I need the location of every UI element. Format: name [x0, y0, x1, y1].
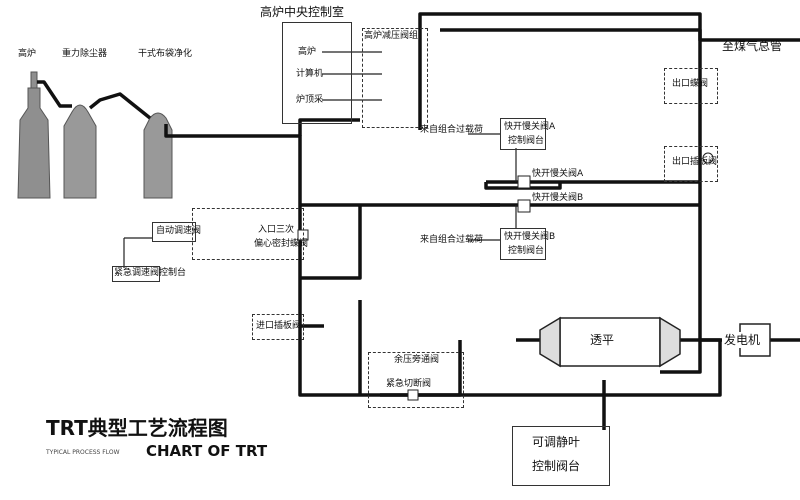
label-emergency-cut: 紧急切断阀 [386, 379, 432, 389]
title-small: TYPICAL PROCESS FLOW [46, 449, 120, 456]
label-inlet-trip-valve2: 偏心密封蝶阀 [254, 239, 309, 249]
label-signal-b: 来自组合过载荷 [420, 235, 484, 245]
label-inlet-gate: 进口插板阀 [256, 321, 302, 331]
label-generator: 发电机 [722, 332, 763, 348]
label-valve-a-ctrl: 控制阀台 [508, 136, 545, 146]
label-inlet-trip-valve: 入口三次 [258, 225, 295, 235]
label-cr-item2: 计算机 [296, 69, 324, 79]
label-valve-b-ctrl: 控制阀台 [508, 246, 545, 256]
label-valve-a-icon: 快开慢关阀A [532, 169, 584, 179]
label-control-room: 高炉中央控制室 [260, 5, 345, 19]
inlet-trip-box [192, 208, 304, 260]
label-valve-b-icon: 快开慢关阀B [532, 193, 584, 203]
valve-a-box [500, 118, 546, 150]
label-outlet-butterfly: 出口蝶阀 [672, 79, 709, 89]
outlet-gate-box [664, 146, 718, 182]
bag-filter-shape [143, 112, 173, 199]
emerg-actuator-box [112, 266, 160, 282]
emerg-ctrl-box [152, 222, 196, 242]
title-cn: TRT典型工艺流程图 [46, 416, 228, 440]
bypass-box [368, 352, 464, 408]
valve-b-box [500, 228, 546, 260]
label-to-gas-main: 至煤气总管 [722, 39, 783, 53]
label-cr-item3: 炉顶采 [296, 95, 324, 105]
signal-lines [123, 51, 517, 268]
label-turbine: 透平 [590, 333, 615, 347]
label-emerg-actuator: 紧急调速阀控制台 [114, 268, 187, 278]
outlet-butterfly-box [664, 68, 718, 104]
blast-furnace-shape [17, 71, 51, 199]
label-bypass-valve: 余压旁通阀 [394, 355, 440, 365]
inlet-gate-box [252, 314, 304, 340]
pipelines [37, 12, 800, 430]
stator-ctrl-box [512, 426, 610, 486]
valve-group-box [362, 28, 428, 128]
label-cr-item1: 高炉 [298, 47, 317, 57]
title-en: CHART OF TRT [146, 442, 268, 460]
label-gravity-dust: 重力除尘器 [62, 49, 108, 59]
turbine-shape [539, 316, 681, 368]
label-pressure-valve-group: 高炉减压阀组 [364, 31, 419, 41]
label-blast-furnace: 高炉 [18, 49, 37, 59]
label-valve-b: 快开慢关阀B [504, 232, 556, 242]
label-signal-a: 来自组合过载荷 [420, 125, 484, 135]
control-room-box [282, 22, 352, 124]
label-valve-a: 快开慢关阀A [504, 122, 556, 132]
label-stator-ctrl-1: 可调静叶 [532, 435, 581, 449]
label-outlet-gate: 出口插板阀 [672, 157, 718, 167]
label-stator-ctrl-2: 控制阀台 [532, 459, 581, 473]
label-emergency-ctrl: 自动调速阀 [156, 226, 202, 236]
gravity-dust-catcher-shape [63, 104, 97, 199]
label-dry-bag: 干式布袋净化 [138, 49, 193, 59]
